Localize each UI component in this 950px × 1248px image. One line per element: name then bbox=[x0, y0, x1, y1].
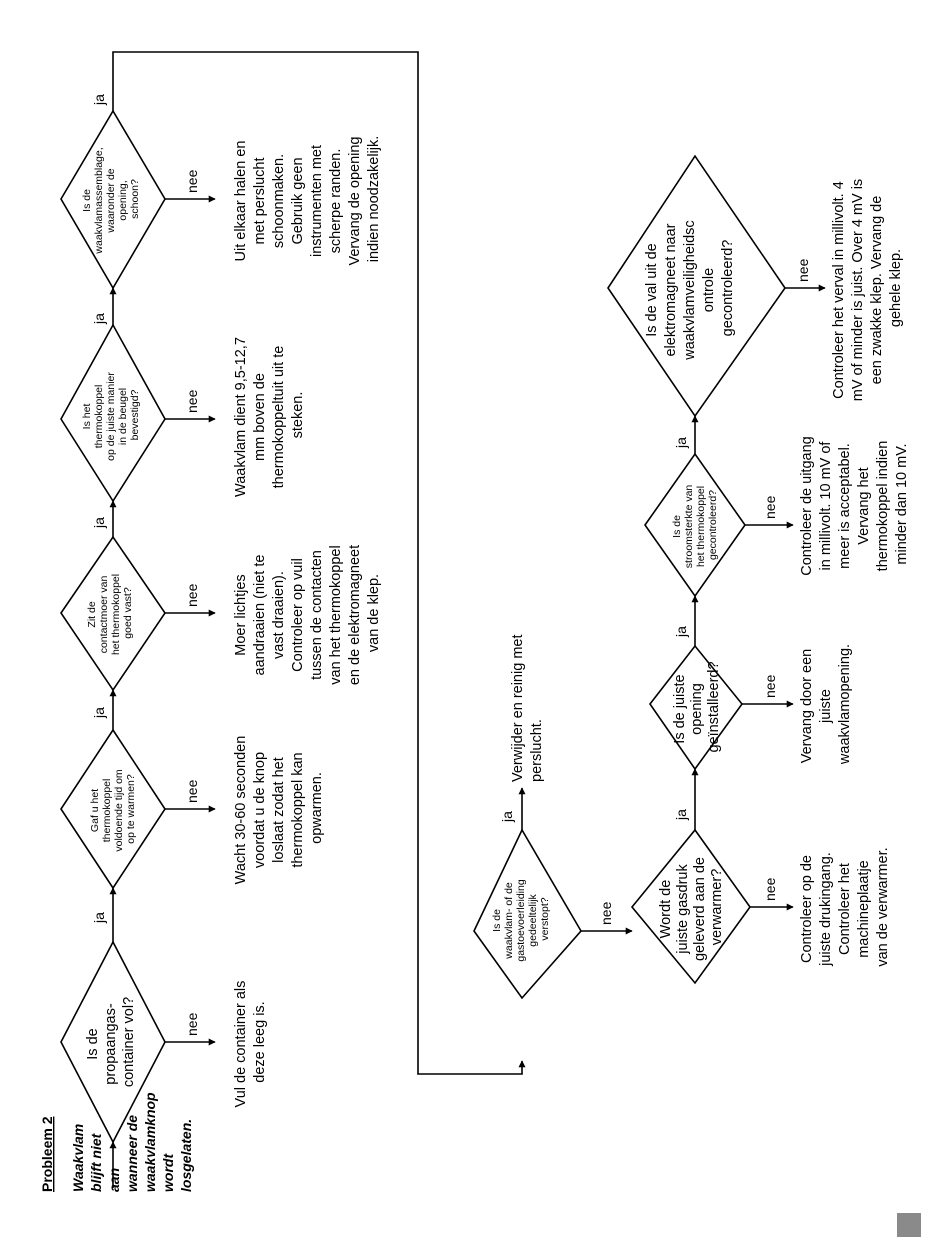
problem-line: Waakvlam bbox=[70, 1124, 86, 1192]
decision-val-text: Is de val uit de elektromagneet naar waa… bbox=[644, 216, 736, 360]
no-label: nee bbox=[762, 674, 778, 698]
yes-label: ja bbox=[673, 626, 689, 638]
no-label: nee bbox=[184, 389, 200, 413]
action-vervang-opening: Vervang door een juiste waakvlamopening. bbox=[799, 644, 853, 765]
yes-label: ja bbox=[499, 811, 515, 823]
yes-label: ja bbox=[91, 94, 107, 106]
page-marker bbox=[897, 1213, 921, 1237]
decision-gasdruk-text: Wordt de juiste gasdruk geleverd aan de … bbox=[658, 853, 725, 961]
decision-opwarmen-text: Gaf u het thermokoppel voldoende tijd om… bbox=[89, 766, 137, 851]
yes-label: ja bbox=[91, 912, 107, 924]
action-container: Vul de container als deze leeg is. bbox=[233, 977, 268, 1108]
rotated-page: Probleem 2 Waakvlam blijft niet aan wann… bbox=[39, 51, 910, 1192]
no-label: nee bbox=[598, 901, 614, 925]
action-moer: Moer lichtjes aandraaien (niet te vast d… bbox=[233, 541, 382, 685]
no-label: nee bbox=[184, 583, 200, 607]
problem-line: blijft niet bbox=[88, 1132, 104, 1192]
yes-label: ja bbox=[673, 809, 689, 821]
yes-label: ja bbox=[91, 707, 107, 719]
problem-statement: Waakvlam blijft niet aan wanneer de waak… bbox=[70, 1092, 194, 1192]
yes-label: ja bbox=[91, 517, 107, 529]
problem-line: waakvlamknop bbox=[142, 1092, 158, 1192]
decision-propaan-text: Is de propaangas- container vol? bbox=[85, 997, 137, 1087]
decision-stroomsterkte-text: Is de stroomsterkte van het thermokoppel… bbox=[671, 482, 719, 568]
yes-label: ja bbox=[91, 313, 107, 325]
decision-opening-text: Is de juiste opening geïnstalleerd? bbox=[672, 661, 722, 752]
page-title: Probleem 2 bbox=[39, 1116, 55, 1192]
decision-assemblage-text: Is de waakvlamassemblage, waaronder de o… bbox=[81, 144, 141, 254]
problem-line: wordt bbox=[160, 1153, 176, 1192]
problem-line: losgelaten. bbox=[178, 1119, 194, 1192]
no-label: nee bbox=[762, 877, 778, 901]
decision-gasdruk bbox=[630, 828, 751, 985]
no-label: nee bbox=[184, 779, 200, 803]
connector-top-to-bottom bbox=[112, 51, 526, 1075]
problem-line: aan bbox=[106, 1168, 122, 1192]
action-waakvlam-mm: Waakvlam dient 9,5-12,7 mm boven de ther… bbox=[233, 333, 306, 497]
action-wacht: Wacht 30-60 seconden voordat u de knop l… bbox=[233, 732, 325, 885]
action-millivolt: Controleer de uitgang in millivolt. 10 m… bbox=[799, 432, 910, 576]
no-label: nee bbox=[184, 1012, 200, 1036]
decision-contactmoer-text: Zit de contactmoer van het thermokoppel … bbox=[86, 571, 134, 655]
decision-beugel-text: Is het thermokoppel op de juiste manier … bbox=[81, 369, 141, 461]
no-label: nee bbox=[762, 495, 778, 519]
decision-verstopt-text: Is de waakvlam- of de gastoevoerleiding … bbox=[491, 876, 551, 961]
no-label: nee bbox=[795, 258, 811, 282]
action-drukingang: Controleer op de juiste drukingang. Cont… bbox=[799, 847, 891, 966]
problem-line: wanneer de bbox=[124, 1115, 140, 1192]
action-verwijder: Verwijder en reinig met perslucht. bbox=[510, 630, 545, 782]
action-schoonmaken: Uit elkaar halen en met perslucht schoon… bbox=[233, 132, 382, 265]
yes-label: ja bbox=[673, 437, 689, 449]
no-label: nee bbox=[184, 169, 200, 193]
action-verval: Controleer het verval in millivolt. 4 mV… bbox=[831, 175, 904, 401]
